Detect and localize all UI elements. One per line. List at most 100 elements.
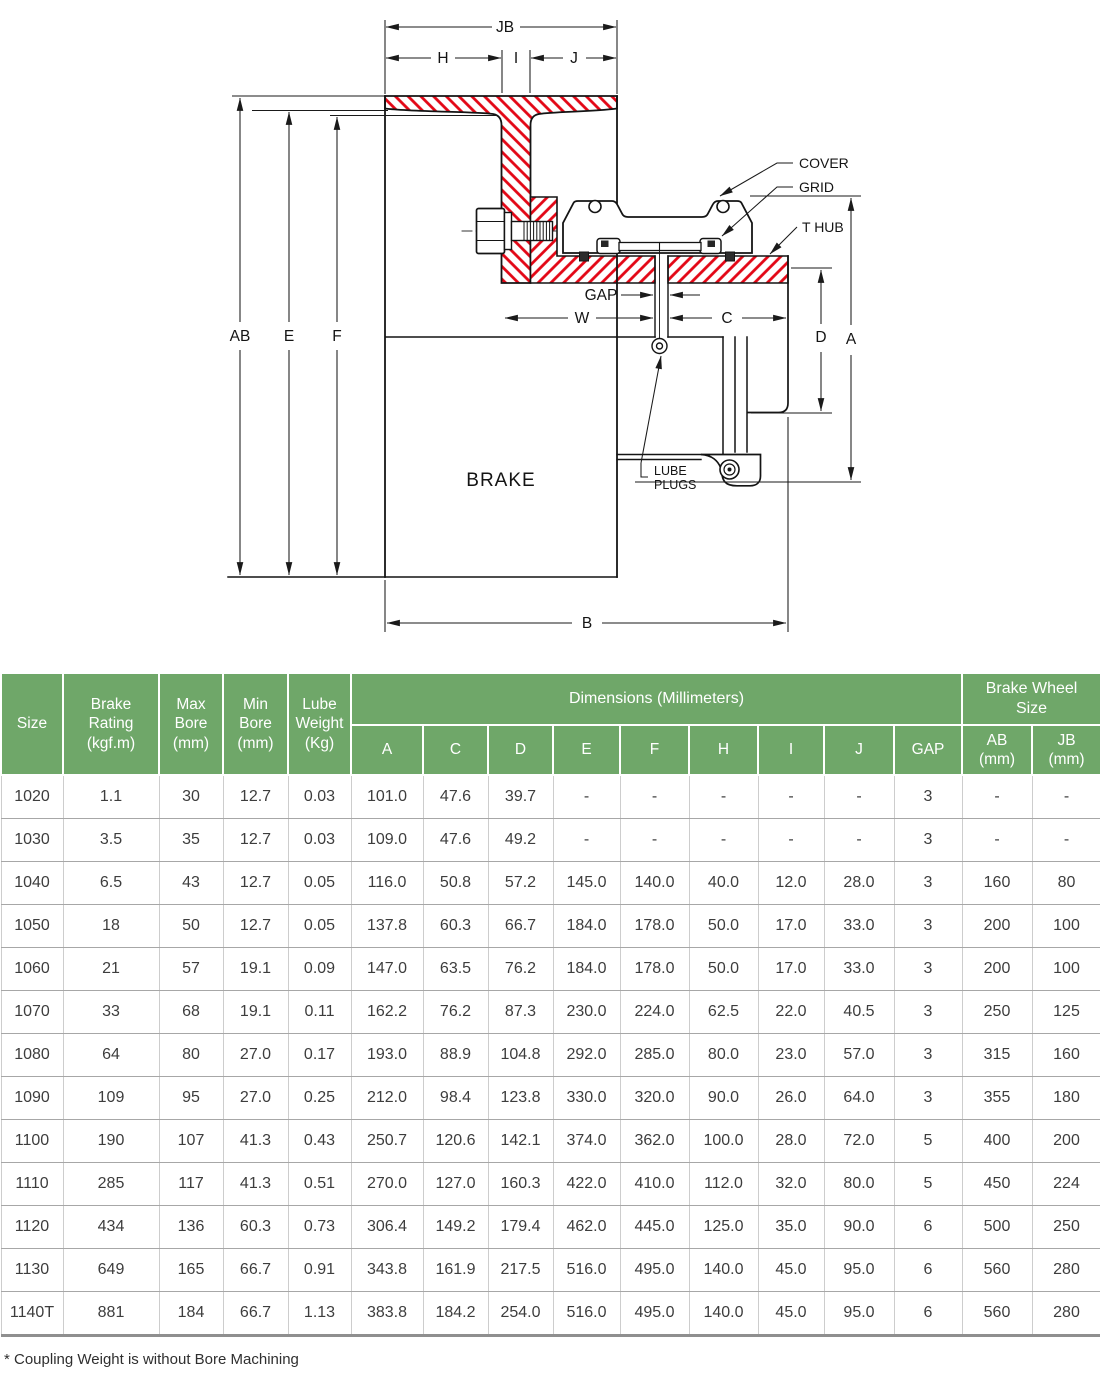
value-cell: 250 xyxy=(1031,1205,1100,1249)
value-cell: 0.51 xyxy=(287,1162,352,1206)
value-cell: 190 xyxy=(62,1119,160,1163)
value-cell: - xyxy=(619,818,690,862)
value-cell: 104.8 xyxy=(487,1033,554,1077)
value-cell: 315 xyxy=(961,1033,1033,1077)
leader-cover xyxy=(719,162,793,197)
value-cell: 88.9 xyxy=(422,1033,489,1077)
value-cell: 117 xyxy=(158,1162,224,1206)
value-cell: 76.2 xyxy=(487,947,554,991)
value-cell: 6.5 xyxy=(62,861,160,905)
value-cell: 500 xyxy=(961,1205,1033,1249)
value-cell: 184.2 xyxy=(422,1291,489,1337)
value-cell: 383.8 xyxy=(350,1291,424,1337)
value-cell: 125 xyxy=(1031,990,1100,1034)
value-cell: 12.7 xyxy=(222,818,289,862)
value-cell: 184 xyxy=(158,1291,224,1337)
value-cell: 33.0 xyxy=(823,904,895,948)
value-cell: 41.3 xyxy=(222,1162,289,1206)
value-cell: 45.0 xyxy=(757,1248,825,1292)
dim-label-h: H xyxy=(437,50,448,67)
value-cell: 23.0 xyxy=(757,1033,825,1077)
value-cell: 0.43 xyxy=(287,1119,352,1163)
seal-right xyxy=(725,251,735,262)
value-cell: 12.7 xyxy=(222,774,289,819)
value-cell: 270.0 xyxy=(350,1162,424,1206)
value-cell: 109 xyxy=(62,1076,160,1120)
value-cell: 28.0 xyxy=(757,1119,825,1163)
dim-label-f: F xyxy=(332,328,341,345)
value-cell: 12.7 xyxy=(222,861,289,905)
value-cell: 87.3 xyxy=(487,990,554,1034)
value-cell: 450 xyxy=(961,1162,1033,1206)
value-cell: 95.0 xyxy=(823,1248,895,1292)
lube-plug-inner xyxy=(655,342,664,350)
value-cell: 560 xyxy=(961,1291,1033,1337)
value-cell: 47.6 xyxy=(422,774,489,819)
value-cell: 0.03 xyxy=(287,774,352,819)
value-cell: 57.2 xyxy=(487,861,554,905)
value-cell: 462.0 xyxy=(552,1205,621,1249)
value-cell: 137.8 xyxy=(350,904,424,948)
col-header-gap: GAP xyxy=(892,724,964,776)
value-cell: 140.0 xyxy=(688,1291,759,1337)
value-cell: 280 xyxy=(1031,1248,1100,1292)
value-cell: 306.4 xyxy=(350,1205,424,1249)
value-cell: 40.0 xyxy=(688,861,759,905)
size-cell: 1040 xyxy=(0,861,64,905)
value-cell: 18 xyxy=(62,904,160,948)
value-cell: 161.9 xyxy=(422,1248,489,1292)
value-cell: 343.8 xyxy=(350,1248,424,1292)
value-cell: 50.8 xyxy=(422,861,489,905)
lube-plugs-label-line1: LUBE xyxy=(654,464,687,478)
value-cell: 200 xyxy=(961,947,1033,991)
value-cell: 160.3 xyxy=(487,1162,554,1206)
lube-plug-bolt-center xyxy=(727,467,732,472)
value-cell: - xyxy=(619,774,690,819)
value-cell: 224.0 xyxy=(619,990,690,1034)
value-cell: 649 xyxy=(62,1248,160,1292)
value-cell: 422.0 xyxy=(552,1162,621,1206)
value-cell: 6 xyxy=(893,1205,963,1249)
value-cell: 180 xyxy=(1031,1076,1100,1120)
value-cell: 100 xyxy=(1031,947,1100,991)
value-cell: 57.0 xyxy=(823,1033,895,1077)
bolt-shank xyxy=(510,220,554,242)
value-cell: 3 xyxy=(893,990,963,1034)
leader-lube xyxy=(640,355,662,464)
value-cell: 250.7 xyxy=(350,1119,424,1163)
value-cell: 57 xyxy=(158,947,224,991)
col-header-h: H xyxy=(688,724,759,776)
spec-table: Size Brake Rating (kgf.m) Max Bore (mm) … xyxy=(0,672,1100,1337)
col-header-ab: AB (mm) xyxy=(961,724,1034,776)
value-cell: 43 xyxy=(158,861,224,905)
value-cell: 80 xyxy=(1031,861,1100,905)
hub-gap-faces xyxy=(654,255,669,338)
col-header-i: I xyxy=(757,724,825,776)
dim-label-d: D xyxy=(815,329,826,346)
ref-lines-right xyxy=(635,195,861,483)
part-outlines xyxy=(227,95,789,578)
value-cell: 107 xyxy=(158,1119,224,1163)
coupling-cross-section-diagram: JB H I J AB E F W GAP C D A B BRAKE COVE… xyxy=(227,19,861,632)
size-cell: 1020 xyxy=(0,774,64,819)
value-cell: 101.0 xyxy=(350,774,424,819)
leader-t-hub xyxy=(769,226,798,255)
dimension-lines xyxy=(232,20,861,632)
value-cell: 27.0 xyxy=(222,1076,289,1120)
value-cell: 193.0 xyxy=(350,1033,424,1077)
value-cell: 178.0 xyxy=(619,904,690,948)
value-cell: 66.7 xyxy=(222,1248,289,1292)
grid-wire-left xyxy=(601,240,609,247)
value-cell: 516.0 xyxy=(552,1248,621,1292)
seal-left xyxy=(579,251,589,262)
value-cell: 27.0 xyxy=(222,1033,289,1077)
group-header-brake-wheel: Brake Wheel Size xyxy=(961,672,1100,726)
value-cell: 112.0 xyxy=(688,1162,759,1206)
value-cell: - xyxy=(961,774,1033,819)
